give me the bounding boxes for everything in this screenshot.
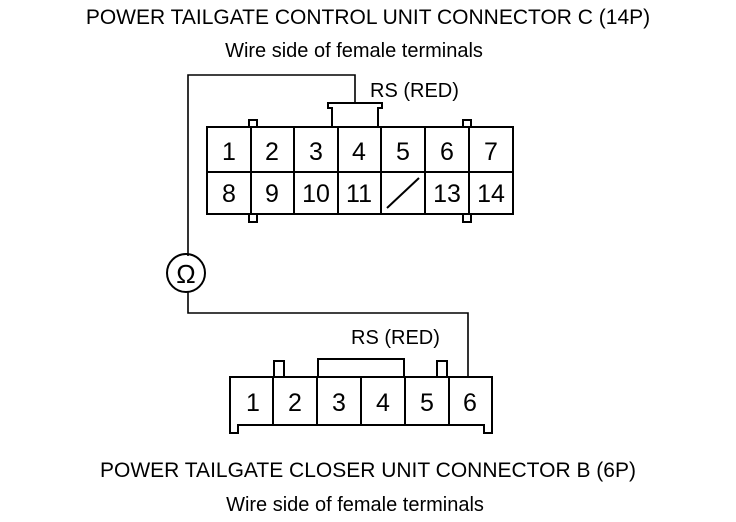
connector-c-pin: 5: [396, 138, 410, 166]
connector-b-pin: 5: [420, 389, 434, 417]
connector-c-view-label: Wire side of female terminals: [225, 40, 483, 62]
connector-b-ridge-left: [273, 360, 285, 378]
connector-b: RS (RED) 1 2 3 4 5 6: [229, 327, 493, 434]
connector-c-pin: 9: [265, 180, 279, 208]
connector-c-pin: 7: [484, 138, 498, 166]
connector-c-pin: 2: [265, 138, 279, 166]
connector-b-pin: 1: [246, 389, 260, 417]
connector-b-pin: 4: [376, 389, 390, 417]
ohm-symbol: Ω: [176, 259, 195, 289]
lead-to-terminal-4: [187, 74, 356, 256]
connector-c-lock-tab: [327, 102, 383, 127]
connector-c: RS (RED) 1 2 3 4 5 6 7 8 9 10 11 13 14: [206, 80, 514, 223]
connector-c-title: POWER TAILGATE CONTROL UNIT CONNECTOR C …: [86, 6, 650, 29]
connector-b-title: POWER TAILGATE CLOSER UNIT CONNECTOR B (…: [100, 459, 636, 482]
connector-c-pin: 11: [346, 180, 372, 208]
connector-b-lock-tab: [317, 358, 405, 378]
connector-b-pin: 6: [463, 389, 477, 417]
connector-c-pin: 6: [440, 138, 454, 166]
connector-b-pin: 3: [332, 389, 346, 417]
ohmmeter-icon: Ω: [166, 253, 206, 293]
connector-c-pin: 1: [222, 138, 236, 166]
connector-b-wire-label: RS (RED): [351, 327, 440, 349]
connector-c-pin: 8: [222, 180, 236, 208]
connector-c-wire-label: RS (RED): [370, 80, 459, 102]
connector-c-pin: 3: [309, 138, 323, 166]
connector-c-pin: 10: [302, 180, 330, 208]
ohmmeter-circle: [166, 253, 206, 293]
connector-c-unused-terminal: [386, 177, 420, 209]
test-leads: [187, 74, 469, 380]
connector-b-pin: 2: [288, 389, 302, 417]
connector-c-pin: 13: [433, 180, 461, 208]
connector-c-pin: 4: [352, 138, 366, 166]
connector-c-body: [206, 126, 514, 215]
lead-to-terminal-6: [187, 292, 469, 380]
connector-b-ridge-right: [436, 360, 448, 378]
connector-b-view-label: Wire side of female terminals: [226, 494, 484, 516]
connector-c-pin: 14: [477, 180, 505, 208]
